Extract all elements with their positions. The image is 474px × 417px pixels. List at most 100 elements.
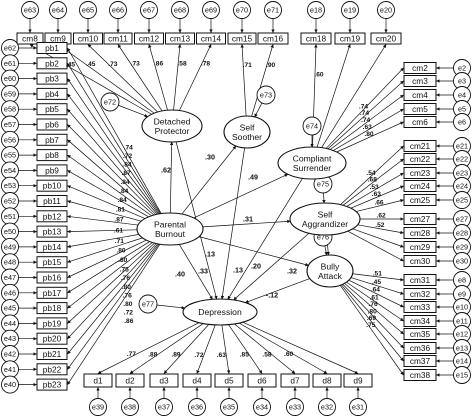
loading-arrow xyxy=(67,78,160,215)
loading-arrow xyxy=(29,44,152,115)
indicator-cm23 xyxy=(403,167,437,179)
indicator-label: cm15 xyxy=(232,34,253,44)
latent-label: Compliant xyxy=(293,153,332,163)
loading-arrow xyxy=(173,44,182,111)
path-coefficient: .33 xyxy=(198,267,208,276)
residual-e73 xyxy=(256,85,276,105)
indicator-label: d9 xyxy=(353,376,363,386)
indicator-label: cm30 xyxy=(410,256,431,266)
indicator-d8 xyxy=(312,373,342,388)
loading-arrow xyxy=(336,121,404,153)
loading-value: .86 xyxy=(154,60,163,67)
loading-value: .58 xyxy=(177,60,186,67)
loading-value: .76 xyxy=(123,292,132,299)
error-label: e42 xyxy=(4,350,16,359)
loading-value: .51 xyxy=(373,270,382,277)
latent-ba xyxy=(306,254,354,288)
indicator-label: pb11 xyxy=(43,196,61,206)
loading-value: .72 xyxy=(124,309,133,316)
error-label: e70 xyxy=(236,6,248,15)
loading-value: .77 xyxy=(127,351,136,358)
indicator-label: cm2 xyxy=(412,63,428,73)
loading-arrow xyxy=(221,324,231,374)
residual-e77 xyxy=(138,294,158,314)
residual-label: e73 xyxy=(260,91,272,100)
indicator-pb1 xyxy=(36,42,68,54)
error-label: e48 xyxy=(4,258,16,267)
indicator-cm11 xyxy=(103,32,133,45)
indicator-label: cm36 xyxy=(410,343,431,353)
indicator-cm8 xyxy=(16,32,44,45)
latent-sa xyxy=(289,202,361,236)
indicator-pb22 xyxy=(36,363,68,376)
residual-label: e77 xyxy=(142,300,154,309)
loading-arrow xyxy=(346,172,404,207)
loading-arrow xyxy=(352,228,404,248)
error-label: e10 xyxy=(456,303,468,312)
error-label: e24 xyxy=(456,182,468,191)
error-label: e38 xyxy=(124,403,136,412)
error-label: e20 xyxy=(380,6,392,15)
error-label: e65 xyxy=(82,6,94,15)
loading-value: .60 xyxy=(284,351,293,358)
loading-arrow xyxy=(67,242,153,309)
error-e18 xyxy=(307,1,325,19)
loading-value: .63 xyxy=(217,352,226,359)
loading-arrow xyxy=(67,63,161,214)
loading-arrow xyxy=(251,44,274,117)
loading-value: .80 xyxy=(116,248,125,255)
indicator-label: cm27 xyxy=(410,214,431,224)
indicator-label: pb16 xyxy=(43,273,62,283)
loading-value: .64 xyxy=(371,287,380,294)
indicator-label: d7 xyxy=(290,376,300,386)
loading-arrow xyxy=(67,185,146,219)
loading-value: .72 xyxy=(123,153,132,160)
indicator-d6 xyxy=(247,373,277,388)
error-label: e25 xyxy=(456,196,468,205)
indicator-label: cm5 xyxy=(412,104,428,114)
indicator-label: pb6 xyxy=(45,120,59,130)
indicator-label: cm11 xyxy=(108,34,128,44)
indicator-label: pb8 xyxy=(45,150,59,160)
residual-e74 xyxy=(302,116,322,136)
error-e68 xyxy=(171,1,189,19)
error-e70 xyxy=(233,1,251,19)
error-label: e11 xyxy=(456,317,468,326)
indicator-label: cm35 xyxy=(410,329,431,339)
error-label: e49 xyxy=(4,242,16,251)
indicator-label: pb4 xyxy=(45,89,59,99)
indicator-label: cm38 xyxy=(410,370,431,380)
indicator-pb9 xyxy=(36,164,68,177)
loading-value: .80 xyxy=(123,301,132,308)
error-e36 xyxy=(188,398,206,416)
error-label: e13 xyxy=(456,344,468,353)
latent-label: Bully xyxy=(321,261,340,271)
indicator-d4 xyxy=(182,373,212,388)
path-coefficient: .13 xyxy=(205,250,215,259)
indicator-pb13 xyxy=(36,225,68,238)
error-label: e44 xyxy=(4,319,16,328)
error-label: e61 xyxy=(4,59,16,68)
indicator-label: cm22 xyxy=(410,154,431,164)
indicator-d3 xyxy=(149,373,179,388)
indicator-cm10 xyxy=(73,32,103,45)
indicator-label: pb9 xyxy=(45,165,59,175)
loading-arrow xyxy=(352,273,404,282)
indicator-label: pb2 xyxy=(45,58,59,68)
indicator-label: cm14 xyxy=(201,34,222,44)
loading-value: .88 xyxy=(148,351,157,358)
indicator-label: cm23 xyxy=(410,168,431,178)
loading-arrow xyxy=(67,214,139,226)
indicator-label: pb19 xyxy=(43,318,62,328)
error-label: e56 xyxy=(4,135,16,144)
residual-arrow xyxy=(322,192,326,204)
loading-value: .81 xyxy=(116,207,125,214)
error-label: e34 xyxy=(256,403,268,412)
indicator-d5 xyxy=(214,373,244,388)
indicator-pb21 xyxy=(36,348,68,360)
indicator-label: d4 xyxy=(192,376,202,386)
loading-arrow xyxy=(341,284,404,362)
loading-value: .61 xyxy=(114,227,123,234)
indicator-label: pb22 xyxy=(43,364,62,374)
indicator-label: cm25 xyxy=(410,195,431,205)
